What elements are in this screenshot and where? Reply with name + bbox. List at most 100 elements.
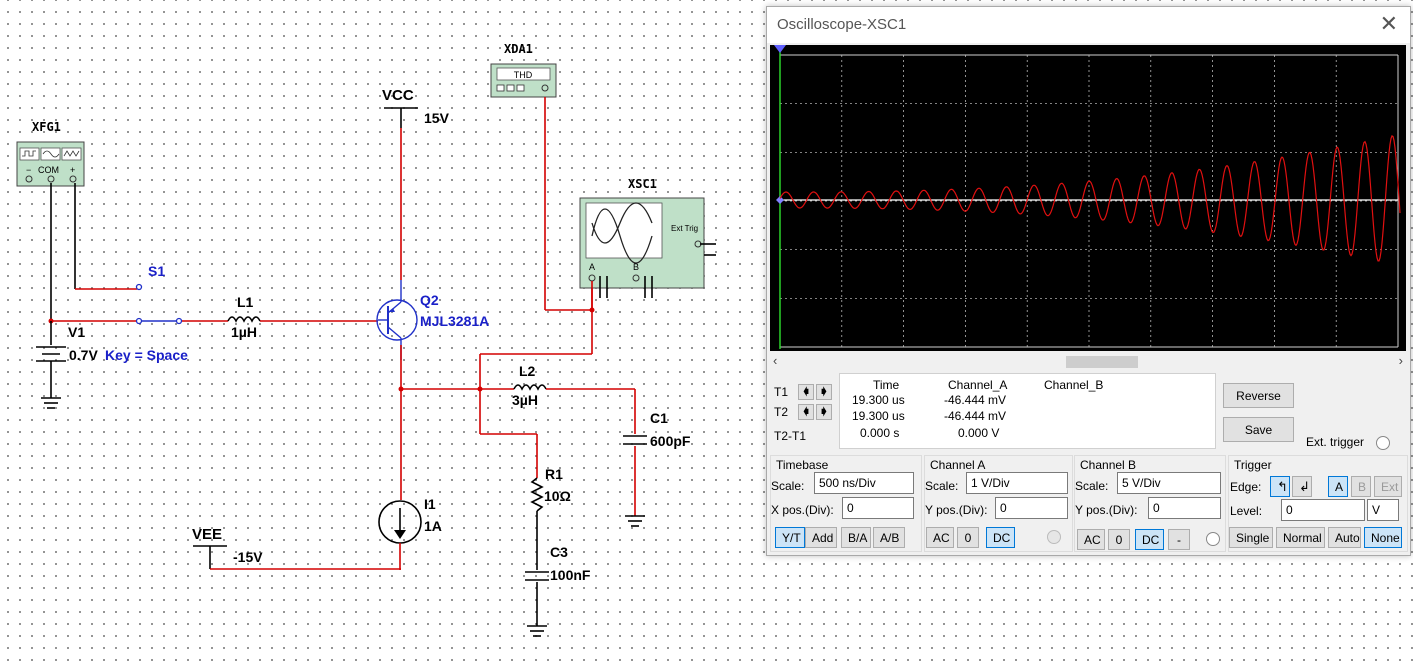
trigger-source-ext-button[interactable]: Ext [1374, 476, 1402, 497]
trigger-none-button[interactable]: None [1364, 527, 1402, 548]
vee-label: VEE [192, 526, 222, 543]
oscilloscope-window[interactable]: Oscilloscope-XSC1 ✕ ‹ › T1 🡀 🡂 T2 🡀 🡂 T2… [766, 6, 1411, 556]
t1-channel-a: -46.444 mV [944, 393, 1007, 407]
inductor-l2[interactable]: L2 3µH [480, 363, 635, 408]
ext-trigger-label: Ext. trigger [1306, 435, 1365, 449]
scroll-left-icon[interactable]: ‹ [773, 353, 778, 368]
channel-b-title: Channel B [1080, 458, 1137, 472]
supply-vcc[interactable]: VCC 15V [382, 87, 450, 128]
mode-add-button[interactable]: Add [805, 527, 837, 548]
mode-ab-button[interactable]: A/B [873, 527, 905, 548]
ext-trigger-terminal[interactable] [1376, 436, 1390, 450]
t2-channel-a: -46.444 mV [944, 409, 1007, 423]
trigger-level-unit[interactable]: V [1367, 499, 1399, 521]
trigger-source-b-button[interactable]: B [1351, 476, 1371, 497]
scroll-right-icon[interactable]: › [1398, 353, 1403, 368]
vcc-label: VCC [382, 87, 414, 104]
trigger-group [1228, 455, 1408, 552]
current-source-i1[interactable]: I1 1A [378, 496, 442, 570]
channel-b-ypos-label: Y pos.(Div): [1075, 503, 1138, 517]
t2-label: T2 [774, 405, 789, 419]
channel-b-dc-button[interactable]: DC [1135, 529, 1164, 550]
channel-a-group [924, 455, 1073, 552]
capacitor-c3[interactable]: C3 100nF [525, 544, 591, 637]
channel-a-terminal [1047, 530, 1061, 544]
transistor-q2[interactable]: Q2 MJL3281A [376, 280, 489, 360]
resistor-r1[interactable]: R1 10Ω [530, 466, 571, 570]
t1-time: 19.300 us [852, 393, 905, 407]
schematic-canvas[interactable]: XFG1 − COM + S1 Key = Space [0, 0, 766, 664]
mode-yt-button[interactable]: Y/T [775, 527, 805, 548]
scope-display[interactable] [770, 45, 1406, 351]
trigger-single-button[interactable]: Single [1229, 527, 1273, 548]
save-button[interactable]: Save [1223, 417, 1294, 442]
channel-a-ypos-field[interactable]: 0 [995, 497, 1068, 519]
horizontal-scrollbar[interactable]: ‹ › [770, 353, 1406, 371]
reverse-button[interactable]: Reverse [1223, 383, 1294, 408]
dc-source-v1[interactable]: V1 0.7V [36, 321, 98, 409]
switch-s1[interactable]: S1 Key = Space [105, 263, 188, 363]
function-generator-xfg1[interactable]: XFG1 − COM + [16, 120, 85, 187]
t1-label: T1 [774, 385, 789, 399]
l1-value: 1µH [231, 324, 257, 340]
close-icon[interactable]: ✕ [1379, 11, 1398, 36]
t2-time: 19.300 us [852, 409, 905, 423]
l2-label: L2 [519, 363, 536, 379]
t2-t1-label: T2-T1 [774, 429, 807, 443]
distortion-analyzer-xda1[interactable]: XDA1 THD [490, 42, 557, 98]
channel-a-trace [779, 135, 1401, 262]
channel-a-ac-button[interactable]: AC [926, 527, 954, 548]
scope-grid [780, 54, 1399, 348]
cursor-t1-marker[interactable] [774, 45, 786, 53]
cursor-controls: T1 🡀 🡂 T2 🡀 🡂 T2-T1 [770, 373, 837, 447]
xsc1-label: XSC1 [628, 177, 657, 191]
vee-value: -15V [233, 549, 263, 565]
inductor-l1[interactable]: L1 1µH [227, 294, 378, 340]
r1-label: R1 [545, 466, 563, 482]
trigger-level-field[interactable]: 0 [1281, 499, 1365, 521]
channel-b-zero-button[interactable]: 0 [1108, 529, 1130, 550]
vcc-value: 15V [424, 110, 450, 126]
title-bar[interactable]: Oscilloscope-XSC1 ✕ [767, 7, 1410, 43]
t1-left-arrow-icon[interactable]: 🡀 [798, 384, 814, 400]
channel-b-group [1074, 455, 1226, 552]
supply-vee[interactable]: VEE -15V [192, 526, 263, 569]
channel-b-ac-button[interactable]: AC [1077, 529, 1105, 550]
scroll-thumb[interactable] [1066, 356, 1138, 368]
r1-value: 10Ω [544, 488, 571, 504]
t2-left-arrow-icon[interactable]: 🡀 [798, 404, 814, 420]
l1-label: L1 [237, 294, 254, 310]
oscilloscope-xsc1[interactable]: XSC1 Ext Trig A B [579, 177, 716, 298]
capacitor-c1[interactable]: C1 600pF [623, 389, 691, 527]
v1-value: 0.7V [69, 347, 98, 363]
channel-a-dc-button[interactable]: DC [986, 527, 1015, 548]
xpos-field[interactable]: 0 [842, 497, 914, 519]
cursor-readout-table: Time Channel_A Channel_B 19.300 us -46.4… [839, 373, 1216, 449]
t1-right-arrow-icon[interactable]: 🡂 [816, 384, 832, 400]
xfg1-minus: − [26, 165, 31, 175]
xfg1-label: XFG1 [32, 120, 61, 134]
xsc1-a: A [589, 262, 595, 272]
q2-part: MJL3281A [420, 313, 489, 329]
trigger-auto-button[interactable]: Auto [1328, 527, 1361, 548]
timebase-title: Timebase [776, 458, 829, 472]
s1-label: S1 [148, 263, 165, 279]
channel-b-scale-field[interactable]: 5 V/Div [1117, 472, 1221, 494]
timebase-scale-label: Scale: [771, 479, 805, 493]
trigger-source-a-button[interactable]: A [1328, 476, 1348, 497]
c1-label: C1 [650, 410, 668, 426]
falling-edge-icon[interactable]: ↲ [1292, 476, 1312, 497]
c3-label: C3 [550, 544, 568, 560]
c1-value: 600pF [650, 433, 691, 449]
timebase-scale-field[interactable]: 500 ns/Div [814, 472, 914, 494]
xsc1-ext-trig: Ext Trig [671, 224, 698, 233]
t2-right-arrow-icon[interactable]: 🡂 [816, 404, 832, 420]
channel-a-ypos-label: Y pos.(Div): [925, 503, 988, 517]
rising-edge-icon[interactable]: ↰ [1270, 476, 1290, 497]
channel-b-ypos-field[interactable]: 0 [1148, 497, 1221, 519]
channel-a-zero-button[interactable]: 0 [957, 527, 979, 548]
trigger-normal-button[interactable]: Normal [1276, 527, 1325, 548]
channel-a-scale-field[interactable]: 1 V/Div [966, 472, 1068, 494]
mode-ba-button[interactable]: B/A [841, 527, 871, 548]
channel-b-invert-button[interactable]: - [1168, 529, 1190, 550]
